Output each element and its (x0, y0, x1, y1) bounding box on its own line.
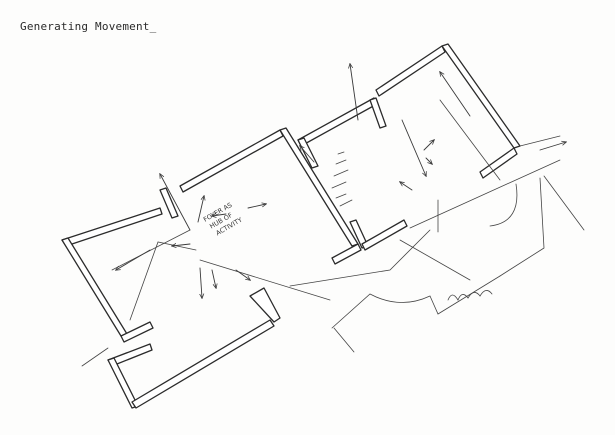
middle-room-walls (279, 97, 408, 265)
page-title: Generating Movement_ (20, 20, 157, 33)
arrow-icon (247, 204, 266, 209)
movement-arrows (116, 64, 566, 298)
outline-line (333, 327, 355, 353)
wall-segment (179, 129, 284, 193)
arrow-icon (401, 119, 426, 176)
arrow-icon (197, 196, 204, 223)
arrow-icon (116, 249, 151, 270)
outline-line (543, 175, 585, 231)
arrow-icon (160, 174, 191, 231)
wall-segment (279, 127, 359, 247)
door-arc (489, 183, 518, 227)
arrow-icon (200, 267, 202, 298)
foyer-annotation: FOYER AS HUB OF ACTIVITY (202, 201, 244, 237)
arrow-icon (539, 142, 566, 151)
arrow-icon (300, 146, 315, 163)
wall-segment (375, 45, 446, 97)
wall-segment (479, 147, 518, 179)
scallop-line (447, 290, 493, 301)
arrow-icon (212, 214, 227, 216)
arrow-icon (425, 157, 432, 164)
outline-curve (331, 275, 501, 329)
wall-segment (61, 237, 128, 337)
arrow-icon (440, 72, 471, 117)
wall-segment (131, 319, 275, 409)
arrow-icon (172, 244, 191, 246)
arrow-icon (423, 140, 434, 151)
outline-line (81, 347, 109, 367)
wall-segment (441, 43, 521, 149)
left-room-walls (61, 129, 284, 409)
wall-segment (369, 97, 387, 129)
exterior-lines (81, 135, 585, 367)
right-room-walls (375, 43, 521, 179)
outline-line (519, 135, 561, 147)
wall-segment (249, 287, 281, 323)
arrow-icon (350, 64, 359, 121)
wall-segment (361, 219, 408, 251)
arrow-icon (400, 182, 413, 191)
movement-lines (111, 99, 561, 321)
stairs-marks (331, 151, 353, 207)
outline-line (499, 177, 545, 277)
wall-segment (331, 243, 362, 265)
wall-segment (297, 97, 378, 147)
wall-segment (61, 207, 163, 247)
arrow-icon (235, 269, 250, 280)
wall-segment (159, 187, 179, 219)
wall-segment (120, 321, 154, 343)
arrow-icon (211, 269, 216, 288)
